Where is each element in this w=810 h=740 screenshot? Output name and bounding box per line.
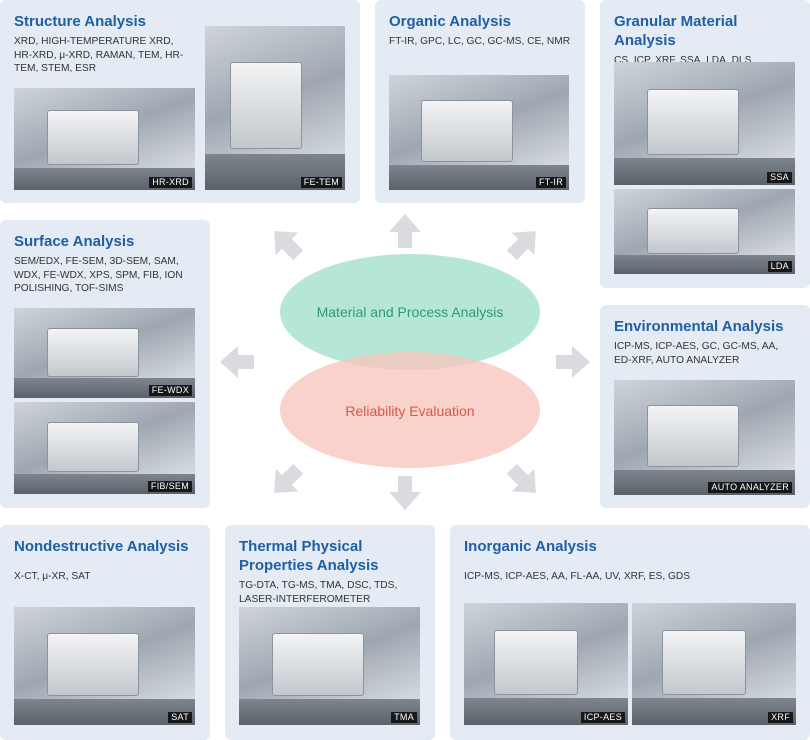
- photo-fib-sem: FIB/SEM: [14, 402, 195, 494]
- card-title: Structure Analysis: [14, 13, 146, 30]
- card-organic-analysis[interactable]: Organic Analysis FT-IR, GPC, LC, GC, GC-…: [375, 0, 585, 203]
- arrow-up-right: [506, 231, 536, 261]
- photo-label: FT-IR: [536, 177, 566, 188]
- photo-xrf: XRF: [632, 603, 796, 725]
- card-desc: ICP-MS, ICP-AES, GC, GC-MS, AA, ED-XRF, …: [614, 341, 779, 366]
- arrow-up-left: [274, 231, 304, 261]
- card-desc: XRD, HIGH-TEMPERATURE XRD, HR-XRD, μ-XRD…: [14, 36, 184, 74]
- card-title: Inorganic Analysis: [464, 538, 597, 555]
- arrow-left: [220, 346, 254, 378]
- arrow-down-right: [506, 463, 536, 493]
- card-desc: SEM/EDX, FE-SEM, 3D-SEM, SAM, WDX, FE-WD…: [14, 256, 183, 294]
- card-title: Thermal Physical Properties Analysis: [239, 538, 379, 574]
- card-title: Nondestructive Analysis: [14, 538, 189, 555]
- photo-label: HR-XRD: [149, 177, 192, 188]
- card-title: Granular Material Analysis: [614, 13, 738, 49]
- label-material-process: Material and Process Analysis: [316, 304, 504, 320]
- card-desc: FT-IR, GPC, LC, GC, GC-MS, CE, NMR: [389, 36, 571, 47]
- photo-label: FE-TEM: [300, 177, 342, 188]
- ellipse-reliability: [280, 352, 540, 468]
- photo-label: SAT: [168, 712, 192, 723]
- photo-ssa: SSA: [614, 62, 795, 185]
- card-thermal-analysis[interactable]: Thermal Physical Properties Analysis TG-…: [225, 525, 435, 740]
- photo-label: AUTO ANALYZER: [708, 482, 792, 493]
- ellipse-material-process: [280, 254, 540, 370]
- arrow-right: [556, 346, 590, 378]
- photo-label: FE-WDX: [148, 385, 192, 396]
- photo-hr-xrd: HR-XRD: [14, 88, 195, 190]
- photo-lda: LDA: [614, 189, 795, 274]
- card-title: Organic Analysis: [389, 13, 511, 30]
- card-title: Surface Analysis: [14, 233, 135, 250]
- photo-label: XRF: [768, 712, 793, 723]
- card-surface-analysis[interactable]: Surface Analysis SEM/EDX, FE-SEM, 3D-SEM…: [0, 220, 210, 508]
- photo-label: SSA: [767, 172, 792, 183]
- arrow-up: [389, 214, 421, 248]
- photo-ft-ir: FT-IR: [389, 75, 569, 190]
- card-desc: ICP-MS, ICP-AES, AA, FL-AA, UV, XRF, ES,…: [464, 571, 691, 582]
- photo-fe-tem: FE-TEM: [205, 26, 345, 190]
- arrow-down-left: [274, 463, 304, 493]
- photo-label: LDA: [767, 261, 792, 272]
- card-desc: X-CT, μ-XR, SAT: [14, 571, 91, 582]
- card-structure-analysis[interactable]: Structure Analysis XRD, HIGH-TEMPERATURE…: [0, 0, 360, 203]
- photo-icp-aes: ICP-AES: [464, 603, 628, 725]
- photo-label: FIB/SEM: [147, 481, 192, 492]
- card-desc: TG-DTA, TG-MS, TMA, DSC, TDS, LASER-INTE…: [239, 580, 398, 605]
- arrows: [220, 214, 590, 510]
- photo-auto-analyzer: AUTO ANALYZER: [614, 380, 795, 495]
- photo-fe-wdx: FE-WDX: [14, 308, 195, 398]
- card-inorganic-analysis[interactable]: Inorganic Analysis ICP-MS, ICP-AES, AA, …: [450, 525, 810, 740]
- arrow-down: [389, 476, 421, 510]
- photo-label: TMA: [391, 712, 417, 723]
- card-title: Environmental Analysis: [614, 318, 784, 335]
- photo-sat: SAT: [14, 607, 195, 725]
- card-desc: CS, ICP, XRF, SSA, LDA, DLS: [614, 55, 752, 66]
- photo-label: ICP-AES: [580, 712, 625, 723]
- card-environmental-analysis[interactable]: Environmental Analysis ICP-MS, ICP-AES, …: [600, 305, 810, 508]
- card-granular-material-analysis[interactable]: Granular Material Analysis CS, ICP, XRF,…: [600, 0, 810, 288]
- label-reliability: Reliability Evaluation: [345, 403, 475, 419]
- card-nondestructive-analysis[interactable]: Nondestructive Analysis X-CT, μ-XR, SAT …: [0, 525, 210, 740]
- photo-tma: TMA: [239, 607, 420, 725]
